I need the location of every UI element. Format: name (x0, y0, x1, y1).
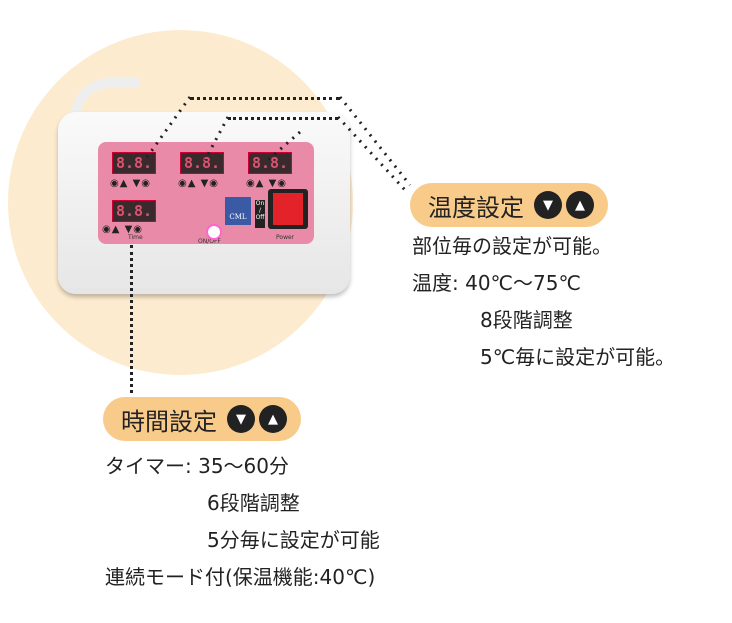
temp-steps: 8段階調整 (480, 308, 573, 332)
temperature-setting-label: 温度設定 ▼ ▲ (410, 183, 608, 227)
display-timer: 8.8. (112, 200, 156, 222)
up-arrow-icon: ▲ (259, 405, 287, 433)
power-switch[interactable] (268, 189, 308, 229)
upper-body-buttons[interactable]: ◉▲ ▼◉ (110, 178, 152, 189)
timer-label: タイマー: (105, 454, 192, 478)
up-arrow-icon: ▲ (566, 191, 594, 219)
timer-range: 35〜60分 (198, 454, 290, 478)
temp-label: 温度: (412, 271, 459, 295)
leader-line (190, 97, 340, 100)
control-panel: 8.8. 8.8. 8.8. 8.8. ◉▲ ▼◉ ◉▲ ▼◉ ◉▲ ▼◉ ◉▲… (98, 142, 314, 245)
onoff-button[interactable] (206, 224, 222, 240)
temp-range: 40℃〜75℃ (465, 271, 581, 295)
timer-description: タイマー: 35〜60分 6段階調整 5分毎に設定が可能 連続モード付(保温機能… (105, 448, 380, 596)
timer-increment: 5分毎に設定が可能 (207, 528, 380, 552)
temp-increment: 5℃毎に設定が可能。 (480, 345, 676, 369)
power-cord (70, 78, 140, 138)
timer-steps: 6段階調整 (207, 491, 300, 515)
time-setting-label: 時間設定 ▼ ▲ (103, 397, 301, 441)
display-upper-body: 8.8. (112, 152, 156, 174)
leader-line-timer (130, 245, 133, 400)
lower-body-buttons[interactable]: ◉▲ ▼◉ (178, 178, 220, 189)
timer-title: 時間設定 (121, 407, 217, 436)
display-lower-body: 8.8. (180, 152, 224, 174)
leader-line (228, 117, 338, 120)
display-feet: 8.8. (248, 152, 292, 174)
feet-buttons[interactable]: ◉▲ ▼◉ (246, 178, 288, 189)
temperature-description: 部位毎の設定が可能。 温度: 40℃〜75℃ 8段階調整 5℃毎に設定が可能。 (412, 228, 675, 376)
down-arrow-icon: ▼ (227, 405, 255, 433)
down-arrow-icon: ▼ (534, 191, 562, 219)
temp-line: 部位毎の設定が可能。 (412, 234, 612, 258)
on-off-toggle[interactable]: On / Off (255, 200, 265, 228)
cml-logo: CML (225, 197, 251, 225)
power-label: Power (276, 234, 295, 241)
time-label: Time (128, 234, 143, 241)
timer-buttons[interactable]: ◉▲ ▼◉ (102, 224, 144, 235)
onoff-label: ON/OFF (198, 238, 221, 245)
temperature-title: 温度設定 (428, 193, 524, 222)
continuous-mode: 連続モード付(保温機能:40℃) (105, 565, 376, 589)
